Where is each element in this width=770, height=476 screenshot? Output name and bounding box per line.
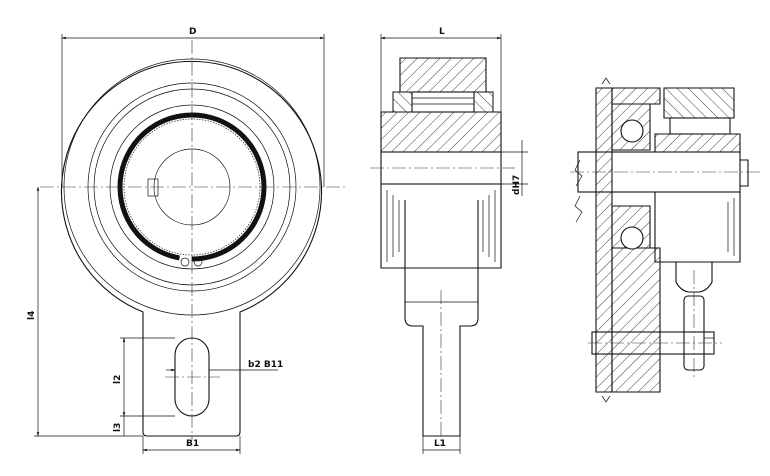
shaft-break-top: [574, 159, 583, 187]
label-L: L: [439, 27, 445, 37]
keyway: [147, 178, 159, 197]
assy-body: [654, 192, 741, 263]
side-cage-left: [392, 91, 413, 113]
side-cage-right: [473, 91, 494, 113]
snap-ring: [117, 112, 267, 262]
side-view: L dH7 L1: [370, 27, 528, 454]
label-B1: B1: [186, 439, 199, 449]
assy-outer-ring: [663, 87, 735, 119]
side-outer-ring: [399, 57, 487, 93]
label-l4: l4: [27, 311, 37, 320]
snap-ring-eye-right: [193, 257, 203, 267]
assy-rollers: [669, 117, 731, 135]
label-b2: b2 B11: [248, 360, 283, 370]
frame-break-top: [601, 77, 611, 85]
side-inner-ring: [380, 111, 502, 153]
snap-ring-eye-left: [180, 257, 190, 267]
label-D: D: [189, 27, 196, 37]
frame-bottom: [611, 247, 661, 393]
side-hub: [404, 200, 479, 437]
label-l3: l3: [113, 423, 123, 432]
label-l2: l2: [113, 375, 123, 384]
front-view: D l4 l2 l3 b2 B11 B1: [27, 27, 345, 454]
side-rollers: [411, 91, 475, 113]
frame-break-bottom: [601, 395, 611, 403]
bearing-ball-top: [620, 119, 644, 143]
bearing-ball-bottom: [620, 226, 644, 250]
side-lower-body: [380, 184, 502, 269]
front-housing-outline: [60, 60, 323, 437]
frame-wall-left: [595, 87, 613, 393]
label-L1: L1: [434, 439, 446, 449]
frame-top: [611, 87, 661, 105]
assy-inner-ring: [654, 133, 741, 153]
assembly-view: [570, 77, 760, 403]
shaft-break-bottom: [574, 195, 583, 223]
label-dH7: dH7: [512, 175, 522, 195]
shaft-end: [740, 159, 749, 187]
